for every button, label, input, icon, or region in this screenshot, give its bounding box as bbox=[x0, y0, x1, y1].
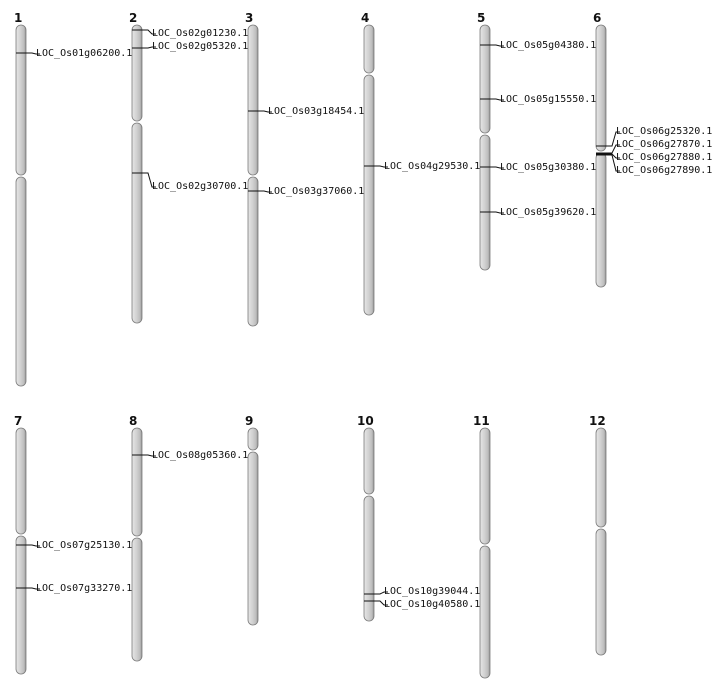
gene-label: LOC_Os03g37060.1 bbox=[268, 186, 365, 197]
chromosome-label-7: 7 bbox=[14, 414, 23, 428]
gene-marker-line bbox=[364, 165, 388, 168]
gene-marker-line bbox=[132, 454, 156, 457]
chromosome-11-short-arm bbox=[479, 427, 491, 545]
gene-marker-line bbox=[596, 154, 620, 172]
chromosome-label-12: 12 bbox=[589, 414, 606, 428]
chromosome-8-long-arm bbox=[131, 537, 143, 662]
chromosome-label-8: 8 bbox=[129, 414, 138, 428]
gene-marker-line bbox=[364, 600, 388, 606]
gene-label: LOC_Os08g05360.1 bbox=[152, 450, 249, 461]
chromosome-label-9: 9 bbox=[245, 414, 254, 428]
chromosome-4-short-arm bbox=[363, 24, 375, 74]
chromosome-6-short-arm bbox=[595, 24, 607, 152]
chromosome-12-short-arm bbox=[595, 427, 607, 528]
gene-marker-line bbox=[16, 544, 40, 547]
chromosome-1-short-arm bbox=[15, 24, 27, 176]
gene-label: LOC_Os01g06200.1 bbox=[36, 48, 133, 59]
gene-label: LOC_Os10g40580.1 bbox=[384, 599, 481, 610]
gene-label: LOC_Os05g04380.1 bbox=[500, 40, 597, 51]
gene-marker-line bbox=[132, 29, 156, 35]
gene-marker-line bbox=[16, 52, 40, 55]
gene-marker-line bbox=[480, 166, 504, 169]
gene-marker-line bbox=[480, 44, 504, 47]
gene-marker-line bbox=[480, 211, 504, 214]
gene-label: LOC_Os02g01230.1 bbox=[152, 28, 249, 39]
chromosome-2-short-arm bbox=[131, 24, 143, 122]
gene-marker-line bbox=[132, 172, 156, 188]
gene-label: LOC_Os04g29530.1 bbox=[384, 161, 481, 172]
gene-marker-line bbox=[132, 46, 156, 49]
chromosome-label-11: 11 bbox=[473, 414, 490, 428]
chromosome-7-short-arm bbox=[15, 427, 27, 535]
gene-label: LOC_Os02g30700.1 bbox=[152, 181, 249, 192]
chromosome-10-long-arm bbox=[363, 495, 375, 622]
gene-marker-line bbox=[596, 153, 620, 159]
gene-label: LOC_Os05g30380.1 bbox=[500, 162, 597, 173]
gene-marker-line bbox=[596, 144, 620, 154]
gene-label: LOC_Os07g25130.1 bbox=[36, 540, 133, 551]
chromosome-1-long-arm bbox=[15, 176, 27, 387]
chromosome-label-5: 5 bbox=[477, 11, 486, 25]
gene-label: LOC_Os02g05320.1 bbox=[152, 41, 249, 52]
gene-marker-line bbox=[480, 98, 504, 101]
chromosome-3-short-arm bbox=[247, 24, 259, 176]
chromosome-9-long-arm bbox=[247, 451, 259, 626]
chromosome-7-long-arm bbox=[15, 535, 27, 675]
chromosome-10-short-arm bbox=[363, 427, 375, 495]
gene-label: LOC_Os06g27890.1 bbox=[616, 165, 712, 176]
gene-label: LOC_Os05g39620.1 bbox=[500, 207, 597, 218]
gene-marker-line bbox=[16, 587, 40, 590]
chromosome-12-long-arm bbox=[595, 528, 607, 656]
chromosome-label-1: 1 bbox=[14, 11, 23, 25]
chromosome-5-long-arm bbox=[479, 134, 491, 271]
gene-label: LOC_Os05g15550.1 bbox=[500, 94, 597, 105]
gene-marker-line bbox=[248, 190, 272, 193]
chromosome-label-2: 2 bbox=[129, 11, 138, 25]
gene-marker-line bbox=[248, 110, 272, 113]
gene-label: LOC_Os06g25320.1 bbox=[616, 126, 712, 137]
gene-label: LOC_Os03g18454.1 bbox=[268, 106, 365, 117]
chromosome-3-long-arm bbox=[247, 176, 259, 327]
chromosome-6-long-arm bbox=[595, 152, 607, 288]
gene-label: LOC_Os06g27870.1 bbox=[616, 139, 712, 150]
chromosome-label-4: 4 bbox=[361, 11, 370, 25]
chromosome-2-long-arm bbox=[131, 122, 143, 324]
chromosome-label-10: 10 bbox=[357, 414, 374, 428]
chromosome-label-6: 6 bbox=[593, 11, 602, 25]
chromosome-11-long-arm bbox=[479, 545, 491, 679]
chromosome-4-long-arm bbox=[363, 74, 375, 316]
chromosome-label-3: 3 bbox=[245, 11, 254, 25]
gene-label: LOC_Os10g39044.1 bbox=[384, 586, 481, 597]
gene-marker-line bbox=[596, 131, 620, 147]
chromosome-5-short-arm bbox=[479, 24, 491, 134]
gene-marker-line bbox=[364, 591, 388, 595]
gene-label: LOC_Os07g33270.1 bbox=[36, 583, 133, 594]
chromosome-8-short-arm bbox=[131, 427, 143, 537]
gene-label: LOC_Os06g27880.1 bbox=[616, 152, 712, 163]
chromosome-9-short-arm bbox=[247, 427, 259, 451]
